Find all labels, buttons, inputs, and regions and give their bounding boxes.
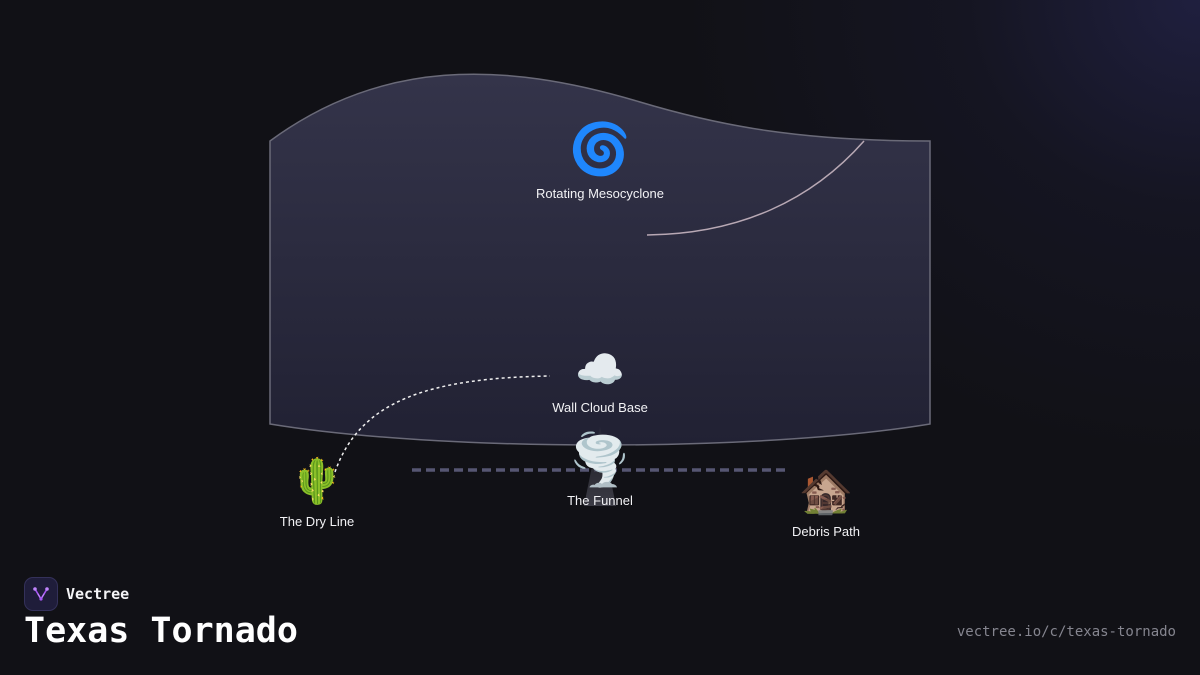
node-wall-cloud-base: ☁️ Wall Cloud Base [552, 350, 648, 415]
brand: Vectree [24, 577, 129, 611]
node-the-funnel: 🌪️ The Funnel [567, 435, 633, 508]
storm-cell-shape [269, 73, 931, 446]
node-debris-path: 🏚️ Debris Path [792, 466, 860, 540]
node-label: The Funnel [567, 493, 633, 508]
node-label: Rotating Mesocyclone [536, 186, 664, 201]
node-label: Debris Path [792, 524, 860, 539]
node-rotating-mesocyclone: 🌀 Rotating Mesocyclone [536, 124, 664, 201]
source-url: vectree.io/c/texas-tornado [956, 624, 1176, 640]
node-the-dry-line: 🌵 The Dry Line [279, 456, 355, 530]
funnel-shadow [584, 426, 616, 506]
page-title: Texas Tornado [24, 611, 298, 651]
tornado-icon: 🌪️ [568, 431, 632, 489]
cactus-icon: 🌵 [289, 456, 345, 507]
node-label: The Dry Line [279, 514, 355, 529]
brand-name: Vectree [66, 585, 130, 603]
node-label: Wall Cloud Base [552, 400, 648, 415]
cyclone-icon: 🌀 [568, 120, 632, 178]
derelict-house-icon: 🏚️ [798, 466, 854, 517]
vectree-logo-icon [24, 577, 58, 611]
cloud-icon: ☁️ [575, 347, 625, 393]
rotation-arc [646, 140, 865, 236]
